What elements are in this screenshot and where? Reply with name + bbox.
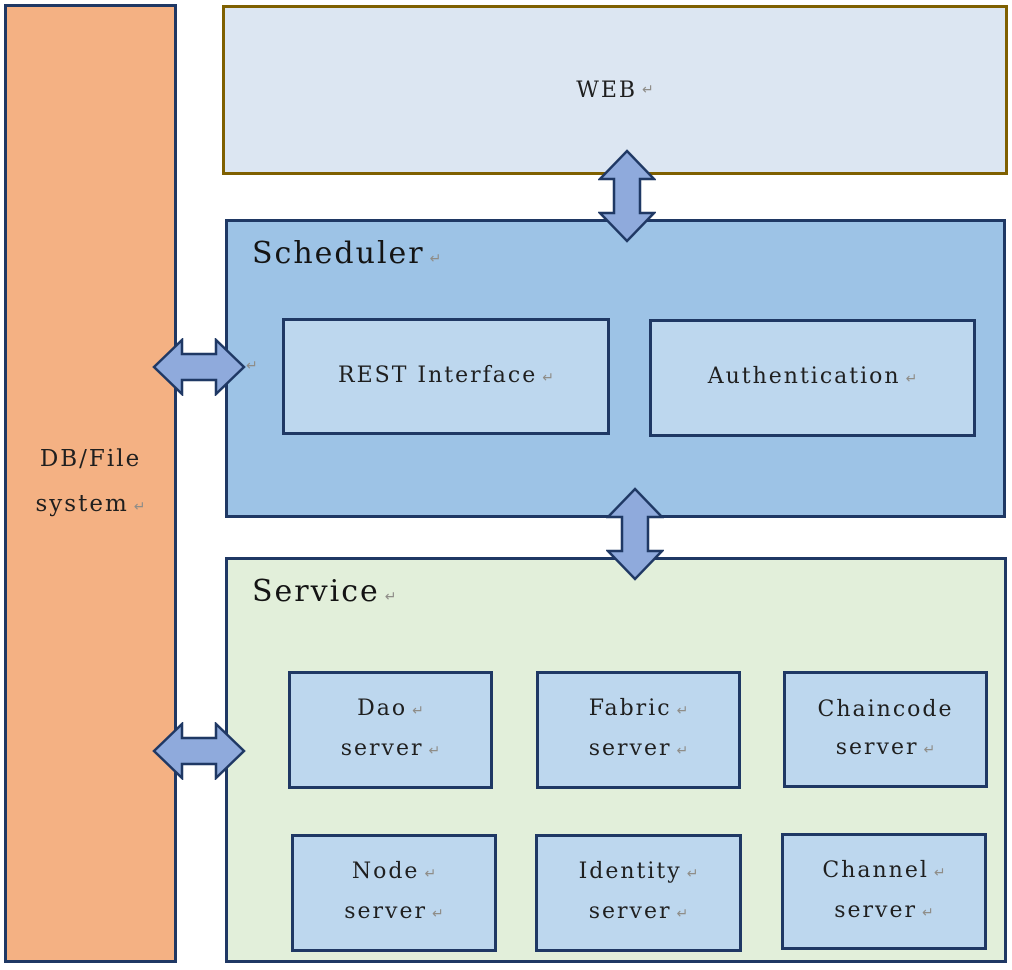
chaincode-server-box: Chaincode server↵ [783,671,988,788]
authentication-label: Authentication↵ [707,364,918,389]
scheduler-title: Scheduler↵ [252,236,442,271]
node-server-label-line2: server↵ [344,899,444,924]
paragraph-mark-icon: ↵ [428,743,441,759]
paragraph-mark-icon: ↵ [933,864,946,881]
channel-server-label-line2: server↵ [834,897,934,923]
paragraph-mark-icon: ↵ [905,371,918,387]
paragraph-mark-icon: ↵ [424,866,437,882]
chaincode-server-label-line1: Chaincode [817,696,954,722]
rest-interface-box: REST Interface↵ [282,318,610,435]
paragraph-mark-icon: ↵ [133,499,146,515]
identity-server-label-line1: Identity↵ [578,859,699,884]
paragraph-mark-icon: ↵ [429,251,442,267]
dao-server-label-line2: server↵ [340,736,441,761]
double-arrow-web-scheduler-icon [598,149,656,243]
paragraph-mark-icon: ↵ [432,906,444,922]
paragraph-mark-icon: ↵ [923,741,936,758]
double-arrow-db-service-icon [152,722,246,780]
double-arrow-db-scheduler-icon [152,338,246,396]
double-arrow-scheduler-service-icon [606,487,664,581]
fabric-server-label-line2: server↵ [588,736,689,761]
node-server-box: Node↵ server↵ [291,834,497,952]
channel-server-label-line1: Channel↵ [822,857,946,883]
node-server-label-line1: Node↵ [351,859,437,884]
identity-server-box: Identity↵ server↵ [535,834,742,952]
db-file-system-label: DB/File system↵ [36,437,146,530]
paragraph-mark-icon: ↵ [412,703,424,719]
fabric-server-label-line1: Fabric↵ [588,696,689,721]
paragraph-mark-icon: ↵ [922,904,934,921]
paragraph-mark-icon: ↵ [676,743,689,759]
service-title: Service↵ [252,574,397,609]
fabric-server-box: Fabric↵ server↵ [536,671,741,789]
paragraph-mark-icon: ↵ [642,82,654,98]
authentication-box: Authentication↵ [649,319,976,437]
paragraph-mark-icon: ↵ [246,358,258,374]
db-file-system-box: DB/File system↵ [4,4,177,963]
paragraph-mark-icon: ↵ [542,369,554,386]
web-label: WEB [576,77,638,103]
web-box: WEB↵ [222,5,1008,175]
dao-server-box: Dao↵ server↵ [288,671,493,789]
paragraph-mark-icon: ↵ [686,866,699,882]
chaincode-server-label-line2: server↵ [835,734,936,760]
paragraph-mark-icon: ↵ [676,906,689,922]
paragraph-mark-icon: ↵ [384,589,397,605]
scheduler-box: Scheduler↵ REST Interface↵ Authenticatio… [225,219,1006,518]
paragraph-mark-icon: ↵ [676,703,689,719]
db-label-line2: system↵ [35,491,146,517]
rest-interface-label: REST Interface↵ [338,362,554,388]
db-label-line1: DB/File [39,446,142,472]
channel-server-box: Channel↵ server↵ [781,833,987,950]
dao-server-label-line1: Dao↵ [357,696,424,721]
service-box: Service↵ Dao↵ server↵ Fabric↵ server↵ Ch… [225,557,1007,963]
identity-server-label-line2: server↵ [588,899,689,924]
